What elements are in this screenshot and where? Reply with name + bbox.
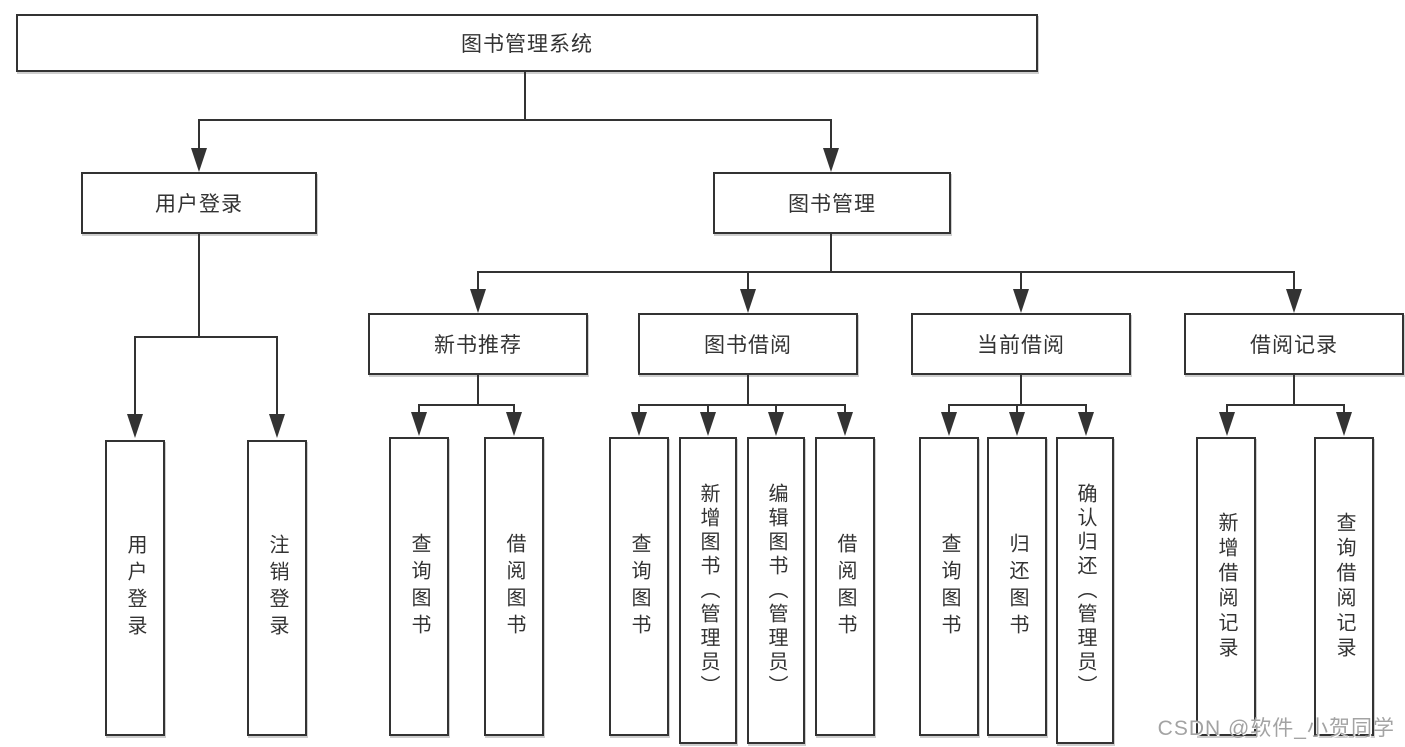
connector-sec1-c0-drop bbox=[638, 404, 640, 414]
arrow-sec1-c2 bbox=[768, 412, 784, 436]
connector-user-drop bbox=[198, 119, 200, 150]
connector-sec2-drop bbox=[1020, 271, 1022, 291]
connector-sec0-stem bbox=[477, 375, 479, 406]
leaf-sec1-edit-book-admin: 编辑图书（管理员） bbox=[747, 437, 805, 744]
node-user-login: 用户登录 bbox=[81, 172, 317, 234]
arrow-to-borrow-records bbox=[1286, 289, 1302, 313]
arrow-sec1-c0 bbox=[631, 412, 647, 436]
node-root-label: 图书管理系统 bbox=[461, 33, 593, 56]
arrow-to-book-mgmt bbox=[823, 148, 839, 172]
connector-sec3-c1-drop bbox=[1343, 404, 1345, 414]
node-book-mgmt-label: 图书管理 bbox=[788, 193, 876, 216]
arrow-sec0-c0 bbox=[411, 412, 427, 436]
arrow-to-login-leaf bbox=[127, 414, 143, 438]
connector-user-stem bbox=[198, 234, 200, 338]
leaf-sec1-add-book-admin: 新增图书（管理员） bbox=[679, 437, 737, 744]
leaf-logout: 注销登录 bbox=[247, 440, 307, 736]
leaf-sec1-borrow-books: 借阅图书 bbox=[815, 437, 875, 736]
leaf-sec1-query-books-label: 查询图书 bbox=[628, 532, 650, 641]
node-borrow-records: 借阅记录 bbox=[1184, 313, 1404, 375]
node-new-books: 新书推荐 bbox=[368, 313, 588, 375]
arrow-sec1-c1 bbox=[700, 412, 716, 436]
leaf-user-login: 用户登录 bbox=[105, 440, 165, 736]
node-current-borrow-label: 当前借阅 bbox=[977, 334, 1065, 357]
arrow-sec3-c1 bbox=[1336, 412, 1352, 436]
node-root: 图书管理系统 bbox=[16, 14, 1038, 72]
node-book-mgmt: 图书管理 bbox=[713, 172, 951, 234]
arrow-to-book-borrow bbox=[740, 289, 756, 313]
leaf-sec1-borrow-books-label: 借阅图书 bbox=[834, 532, 856, 641]
connector-sec2-c1-drop bbox=[1016, 404, 1018, 414]
leaf-sec1-add-book-admin-label: 新增图书（管理员） bbox=[697, 482, 719, 699]
connector-sec1-c3-drop bbox=[844, 404, 846, 414]
connector-sec0-c0-drop bbox=[418, 404, 420, 414]
arrow-sec2-c0 bbox=[941, 412, 957, 436]
leaf-sec2-confirm-return-admin-label: 确认归还（管理员） bbox=[1074, 482, 1096, 699]
connector-sec2-c0-drop bbox=[948, 404, 950, 414]
connector-sec1-hline bbox=[638, 404, 846, 406]
connector-sec3-hline bbox=[1226, 404, 1345, 406]
leaf-sec1-edit-book-admin-label: 编辑图书（管理员） bbox=[765, 482, 787, 699]
leaf-logout-label: 注销登录 bbox=[266, 534, 288, 642]
leaf-user-login-label: 用户登录 bbox=[124, 534, 146, 642]
leaf-sec2-query-books-label: 查询图书 bbox=[938, 532, 960, 641]
leaf-sec3-query-borrow-record-label: 查询借阅记录 bbox=[1333, 511, 1355, 662]
leaf-sec0-borrow-books: 借阅图书 bbox=[484, 437, 544, 736]
connector-book-hline bbox=[477, 271, 1295, 273]
leaf-sec1-query-books: 查询图书 bbox=[609, 437, 669, 736]
node-user-login-label: 用户登录 bbox=[155, 193, 243, 216]
arrow-sec2-c1 bbox=[1009, 412, 1025, 436]
node-book-borrow: 图书借阅 bbox=[638, 313, 858, 375]
leaf-sec2-return-books-label: 归还图书 bbox=[1006, 532, 1028, 641]
connector-sec0-drop bbox=[477, 271, 479, 291]
arrow-to-new-books bbox=[470, 289, 486, 313]
node-new-books-label: 新书推荐 bbox=[434, 334, 522, 357]
connector-sec3-drop bbox=[1293, 271, 1295, 291]
connector-root-hline bbox=[198, 119, 832, 121]
leaf-sec3-add-borrow-record: 新增借阅记录 bbox=[1196, 437, 1256, 736]
connector-sec1-drop bbox=[747, 271, 749, 291]
node-borrow-records-label: 借阅记录 bbox=[1250, 334, 1338, 357]
connector-root-stem bbox=[524, 72, 526, 121]
connector-sec0-hline bbox=[418, 404, 515, 406]
arrow-to-logout-leaf bbox=[269, 414, 285, 438]
connector-sec0-c1-drop bbox=[513, 404, 515, 414]
leaf-sec0-query-books: 查询图书 bbox=[389, 437, 449, 736]
connector-user-child2-drop bbox=[276, 336, 278, 416]
arrow-sec0-c1 bbox=[506, 412, 522, 436]
connector-sec3-stem bbox=[1293, 375, 1295, 406]
connector-sec1-stem bbox=[747, 375, 749, 406]
leaf-sec2-query-books: 查询图书 bbox=[919, 437, 979, 736]
connector-user-child1-drop bbox=[134, 336, 136, 416]
leaf-sec2-confirm-return-admin: 确认归还（管理员） bbox=[1056, 437, 1114, 744]
leaf-sec0-query-books-label: 查询图书 bbox=[408, 532, 430, 641]
connector-user-hline bbox=[134, 336, 278, 338]
connector-sec2-stem bbox=[1020, 375, 1022, 406]
connector-sec3-c0-drop bbox=[1226, 404, 1228, 414]
arrow-sec3-c0 bbox=[1219, 412, 1235, 436]
leaf-sec3-query-borrow-record: 查询借阅记录 bbox=[1314, 437, 1374, 736]
leaf-sec0-borrow-books-label: 借阅图书 bbox=[503, 532, 525, 641]
arrow-to-user-login bbox=[191, 148, 207, 172]
connector-sec1-c2-drop bbox=[775, 404, 777, 414]
connector-sec1-c1-drop bbox=[707, 404, 709, 414]
connector-sec2-c2-drop bbox=[1085, 404, 1087, 414]
node-current-borrow: 当前借阅 bbox=[911, 313, 1131, 375]
leaf-sec2-return-books: 归还图书 bbox=[987, 437, 1047, 736]
node-book-borrow-label: 图书借阅 bbox=[704, 334, 792, 357]
arrow-sec1-c3 bbox=[837, 412, 853, 436]
arrow-to-current-borrow bbox=[1013, 289, 1029, 313]
arrow-sec2-c2 bbox=[1078, 412, 1094, 436]
leaf-sec3-add-borrow-record-label: 新增借阅记录 bbox=[1215, 511, 1237, 662]
connector-book-stem bbox=[830, 234, 832, 273]
connector-book-drop bbox=[830, 119, 832, 150]
